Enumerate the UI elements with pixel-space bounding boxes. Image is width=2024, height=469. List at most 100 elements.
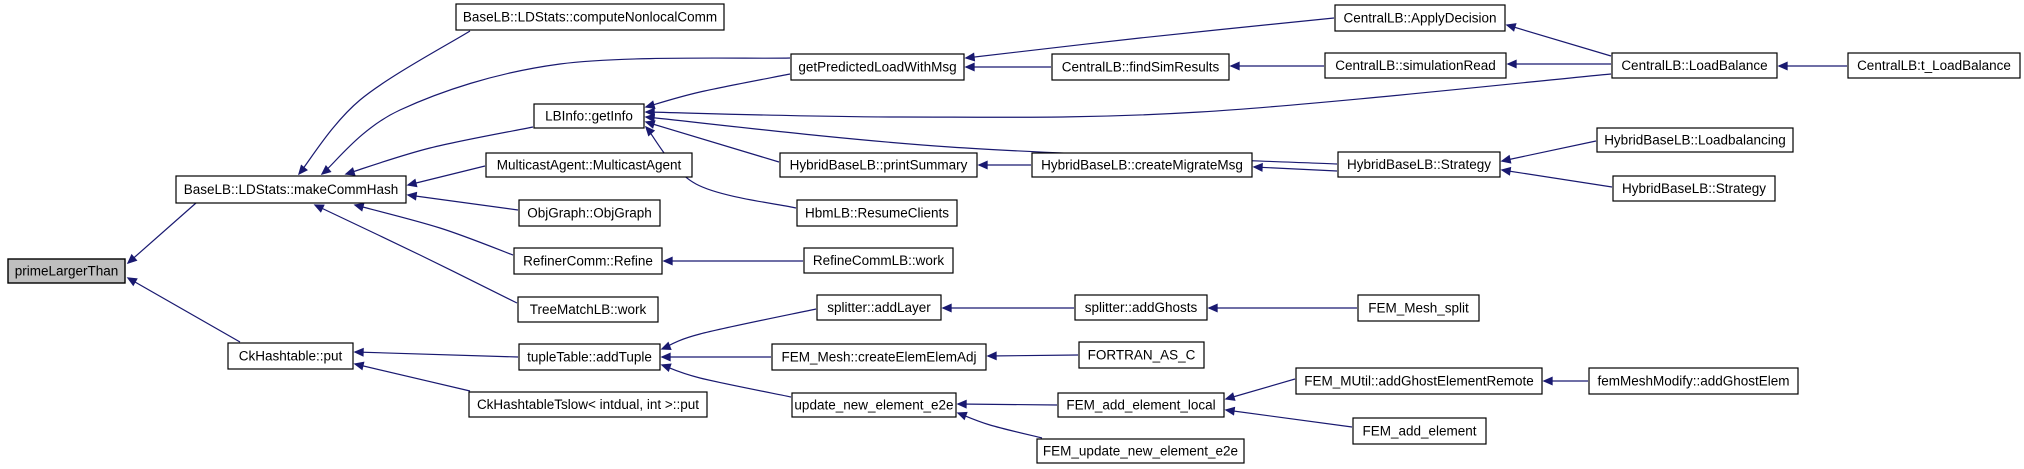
node-label-makeCommHash[interactable]: BaseLB::LDStats::makeCommHash — [184, 182, 399, 197]
graph-node-ckput[interactable]: CkHashtable::put — [227, 342, 354, 370]
node-box-femAddElement[interactable] — [1352, 417, 1487, 445]
graph-node-createMigrateMsg[interactable]: HybridBaseLB::createMigrateMsg — [1031, 152, 1253, 178]
node-box-femMeshModify[interactable] — [1588, 367, 1799, 395]
graph-node-loadbalancing[interactable]: HybridBaseLB::Loadbalancing — [1596, 127, 1794, 153]
node-box-createElemElemAdj[interactable] — [771, 343, 987, 371]
graph-node-femAddElement[interactable]: FEM_add_element — [1352, 417, 1487, 445]
graph-node-refinerCommRefine[interactable]: RefinerComm::Refine — [513, 247, 663, 275]
node-label-applyDecision[interactable]: CentralLB::ApplyDecision — [1343, 11, 1496, 26]
node-label-addLayer[interactable]: splitter::addLayer — [827, 300, 931, 315]
graph-node-femMeshModify[interactable]: femMeshModify::addGhostElem — [1588, 367, 1799, 395]
node-label-refinerCommRefine[interactable]: RefinerComm::Refine — [523, 254, 653, 269]
graph-node-refineCommWork[interactable]: RefineCommLB::work — [803, 247, 954, 274]
node-label-multicastAgent[interactable]: MulticastAgent::MulticastAgent — [497, 158, 682, 173]
graph-node-resumeClients[interactable]: HbmLB::ResumeClients — [796, 199, 958, 227]
node-label-ckput[interactable]: CkHashtable::put — [239, 349, 343, 364]
node-label-fortranAsC[interactable]: FORTRAN_AS_C — [1088, 348, 1196, 363]
graph-node-getInfo[interactable]: LBInfo::getInfo — [533, 103, 645, 129]
graph-node-femMeshSplit[interactable]: FEM_Mesh_split — [1357, 294, 1480, 322]
graph-node-femAddElementLocal[interactable]: FEM_add_element_local — [1057, 392, 1225, 418]
node-label-loadbalancing[interactable]: HybridBaseLB::Loadbalancing — [1604, 133, 1786, 148]
node-label-addGhostElementRemote[interactable]: FEM_MUtil::addGhostElementRemote — [1304, 374, 1534, 389]
node-box-femUpdateNewElementE2e[interactable] — [1036, 438, 1245, 464]
graph-node-addGhostElementRemote[interactable]: FEM_MUtil::addGhostElementRemote — [1295, 367, 1543, 395]
node-box-tLoadBalance[interactable] — [1847, 52, 2021, 79]
graph-node-printSummary[interactable]: HybridBaseLB::printSummary — [779, 152, 978, 178]
node-box-computeNonlocalComm[interactable] — [455, 3, 725, 31]
node-box-addTuple[interactable] — [518, 343, 661, 371]
node-label-strategyLeft[interactable]: HybridBaseLB::Strategy — [1347, 157, 1491, 172]
node-box-createMigrateMsg[interactable] — [1031, 152, 1253, 178]
node-box-simulationRead[interactable] — [1324, 52, 1507, 79]
graph-node-tLoadBalance[interactable]: CentralLB:t_LoadBalance — [1847, 52, 2021, 79]
node-box-addGhosts[interactable] — [1074, 294, 1208, 321]
node-label-strategyRight[interactable]: HybridBaseLB::Strategy — [1622, 181, 1766, 196]
graph-node-strategyLeft[interactable]: HybridBaseLB::Strategy — [1337, 151, 1501, 178]
node-label-getInfo[interactable]: LBInfo::getInfo — [545, 109, 633, 124]
graph-node-applyDecision[interactable]: CentralLB::ApplyDecision — [1334, 4, 1506, 32]
graph-node-computeNonlocalComm[interactable]: BaseLB::LDStats::computeNonlocalComm — [455, 3, 725, 31]
node-label-getPredictedLoadWithMsg[interactable]: getPredictedLoadWithMsg — [798, 60, 956, 75]
node-label-ckTslowPut[interactable]: CkHashtableTslow< intdual, int >::put — [477, 397, 699, 412]
node-label-primeLargerThan[interactable]: primeLargerThan — [15, 264, 119, 279]
node-box-loadbalancing[interactable] — [1596, 127, 1794, 153]
node-box-getInfo[interactable] — [533, 103, 645, 129]
node-box-resumeClients[interactable] — [796, 199, 958, 227]
node-box-refinerCommRefine[interactable] — [513, 247, 663, 275]
node-label-objGraph[interactable]: ObjGraph::ObjGraph — [527, 206, 652, 221]
node-label-simulationRead[interactable]: CentralLB::simulationRead — [1335, 58, 1496, 73]
node-box-femMeshSplit[interactable] — [1357, 294, 1480, 322]
node-box-addLayer[interactable] — [816, 294, 942, 321]
node-label-updateNewElementE2e[interactable]: update_new_element_e2e — [794, 398, 953, 413]
node-label-createMigrateMsg[interactable]: HybridBaseLB::createMigrateMsg — [1041, 158, 1243, 173]
graph-node-getPredictedLoadWithMsg[interactable]: getPredictedLoadWithMsg — [790, 53, 965, 81]
graph-node-addGhosts[interactable]: splitter::addGhosts — [1074, 294, 1208, 321]
graph-node-primeLargerThan[interactable]: primeLargerThan — [7, 258, 126, 284]
node-box-refineCommWork[interactable] — [803, 247, 954, 274]
node-box-treeMatchWork[interactable] — [517, 296, 659, 323]
node-box-printSummary[interactable] — [779, 152, 978, 178]
graph-node-findSimResults[interactable]: CentralLB::findSimResults — [1051, 53, 1230, 81]
node-label-createElemElemAdj[interactable]: FEM_Mesh::createElemElemAdj — [781, 350, 976, 365]
graph-node-makeCommHash[interactable]: BaseLB::LDStats::makeCommHash — [175, 175, 407, 204]
node-label-printSummary[interactable]: HybridBaseLB::printSummary — [790, 158, 968, 173]
node-box-getPredictedLoadWithMsg[interactable] — [790, 53, 965, 81]
node-label-loadBalance[interactable]: CentralLB::LoadBalance — [1621, 58, 1767, 73]
graph-node-objGraph[interactable]: ObjGraph::ObjGraph — [518, 199, 661, 227]
graph-node-addTuple[interactable]: tupleTable::addTuple — [518, 343, 661, 371]
node-box-applyDecision[interactable] — [1334, 4, 1506, 32]
graph-node-multicastAgent[interactable]: MulticastAgent::MulticastAgent — [485, 152, 693, 178]
graph-node-treeMatchWork[interactable]: TreeMatchLB::work — [517, 296, 659, 323]
node-box-objGraph[interactable] — [518, 199, 661, 227]
node-label-treeMatchWork[interactable]: TreeMatchLB::work — [530, 302, 647, 317]
node-label-femAddElementLocal[interactable]: FEM_add_element_local — [1066, 398, 1215, 413]
node-label-findSimResults[interactable]: CentralLB::findSimResults — [1062, 60, 1220, 75]
node-label-femAddElement[interactable]: FEM_add_element — [1362, 424, 1476, 439]
node-box-addGhostElementRemote[interactable] — [1295, 367, 1543, 395]
node-label-computeNonlocalComm[interactable]: BaseLB::LDStats::computeNonlocalComm — [463, 10, 717, 25]
node-box-strategyLeft[interactable] — [1337, 151, 1501, 178]
node-label-resumeClients[interactable]: HbmLB::ResumeClients — [805, 206, 949, 221]
graph-node-loadBalance[interactable]: CentralLB::LoadBalance — [1611, 52, 1778, 79]
node-label-refineCommWork[interactable]: RefineCommLB::work — [813, 253, 945, 268]
graph-node-addLayer[interactable]: splitter::addLayer — [816, 294, 942, 321]
node-box-ckTslowPut[interactable] — [468, 391, 708, 418]
node-box-fortranAsC[interactable] — [1078, 341, 1205, 369]
node-label-femUpdateNewElementE2e[interactable]: FEM_update_new_element_e2e — [1043, 444, 1238, 459]
node-box-strategyRight[interactable] — [1612, 175, 1776, 202]
node-box-ckput[interactable] — [227, 342, 354, 370]
graph-node-createElemElemAdj[interactable]: FEM_Mesh::createElemElemAdj — [771, 343, 987, 371]
node-box-updateNewElementE2e[interactable] — [791, 392, 957, 418]
graph-node-simulationRead[interactable]: CentralLB::simulationRead — [1324, 52, 1507, 79]
node-box-findSimResults[interactable] — [1051, 53, 1230, 81]
node-box-multicastAgent[interactable] — [485, 152, 693, 178]
graph-node-fortranAsC[interactable]: FORTRAN_AS_C — [1078, 341, 1205, 369]
node-box-makeCommHash[interactable] — [175, 175, 407, 204]
node-label-femMeshModify[interactable]: femMeshModify::addGhostElem — [1597, 374, 1789, 389]
graph-node-strategyRight[interactable]: HybridBaseLB::Strategy — [1612, 175, 1776, 202]
node-label-femMeshSplit[interactable]: FEM_Mesh_split — [1368, 301, 1469, 316]
graph-node-ckTslowPut[interactable]: CkHashtableTslow< intdual, int >::put — [468, 391, 708, 418]
graph-node-updateNewElementE2e[interactable]: update_new_element_e2e — [791, 392, 957, 418]
node-box-primeLargerThan[interactable] — [7, 258, 126, 284]
graph-node-femUpdateNewElementE2e[interactable]: FEM_update_new_element_e2e — [1036, 438, 1245, 464]
